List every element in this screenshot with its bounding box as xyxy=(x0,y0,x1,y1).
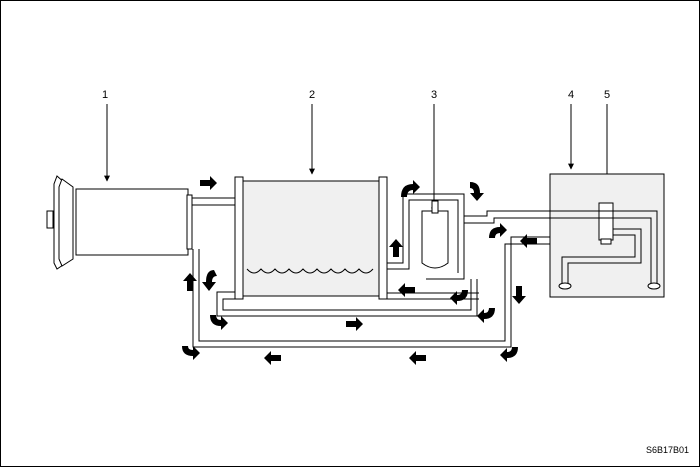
flow-arrow-curve-5 xyxy=(450,290,468,305)
flow-arrow-curve-4 xyxy=(202,270,217,291)
pump-to-tank-line xyxy=(192,197,235,206)
callout-2: 2 xyxy=(309,89,315,101)
flow-arrow-curve-6 xyxy=(210,315,228,330)
tank-to-valve-line xyxy=(387,193,465,280)
valve-canister xyxy=(421,210,449,269)
flow-arrow-left-1 xyxy=(520,234,537,248)
spool-valve-body xyxy=(598,202,614,241)
figure-code: S6B17B01 xyxy=(646,445,689,455)
flow-arrow-up-1 xyxy=(389,239,403,257)
pulley-inner xyxy=(58,178,74,267)
flow-arrow-left-3 xyxy=(264,351,281,365)
flow-arrow-left-4 xyxy=(409,351,426,365)
tank-left-flange xyxy=(234,176,244,300)
flow-arrow-curve-7 xyxy=(477,308,495,323)
flow-arrows xyxy=(182,176,537,365)
valve-to-gear-line xyxy=(464,210,658,286)
flow-arrow-right-2 xyxy=(346,317,363,331)
tank-body xyxy=(241,180,381,297)
callout-3: 3 xyxy=(431,89,437,101)
flow-arrow-curve-2 xyxy=(470,182,484,201)
fluid-level-line xyxy=(246,268,374,274)
flow-arrow-down-1 xyxy=(512,286,526,304)
flow-arrow-right-1 xyxy=(200,176,217,190)
flow-arrow-curve-1 xyxy=(401,180,420,197)
flow-arrow-curve-3 xyxy=(489,223,507,238)
valve-stem xyxy=(431,200,439,214)
flow-arrow-left-2 xyxy=(398,283,415,297)
pulley-hub xyxy=(46,210,54,229)
callout-1: 1 xyxy=(102,89,108,101)
flow-arrow-curve-9 xyxy=(500,347,518,362)
rotary-spool-valve xyxy=(598,202,614,245)
pump-end-cap xyxy=(186,194,193,250)
reservoir-tank xyxy=(234,176,388,300)
flow-control-valve xyxy=(421,200,449,269)
flow-arrow-up-2 xyxy=(183,273,197,291)
spool-valve-seat xyxy=(600,238,612,245)
callout-4: 4 xyxy=(568,89,574,101)
lower-return-loop xyxy=(216,279,478,317)
pump-body xyxy=(75,188,189,256)
flow-arrow-curve-8 xyxy=(182,346,200,360)
tank-right-flange xyxy=(378,176,388,300)
hydraulic-lines xyxy=(192,193,661,348)
callout-5: 5 xyxy=(604,89,610,101)
gear-port-right xyxy=(647,282,661,290)
gear-port-left xyxy=(558,282,572,290)
gear-internal-line xyxy=(561,228,642,286)
power-steering-pump xyxy=(46,175,193,270)
